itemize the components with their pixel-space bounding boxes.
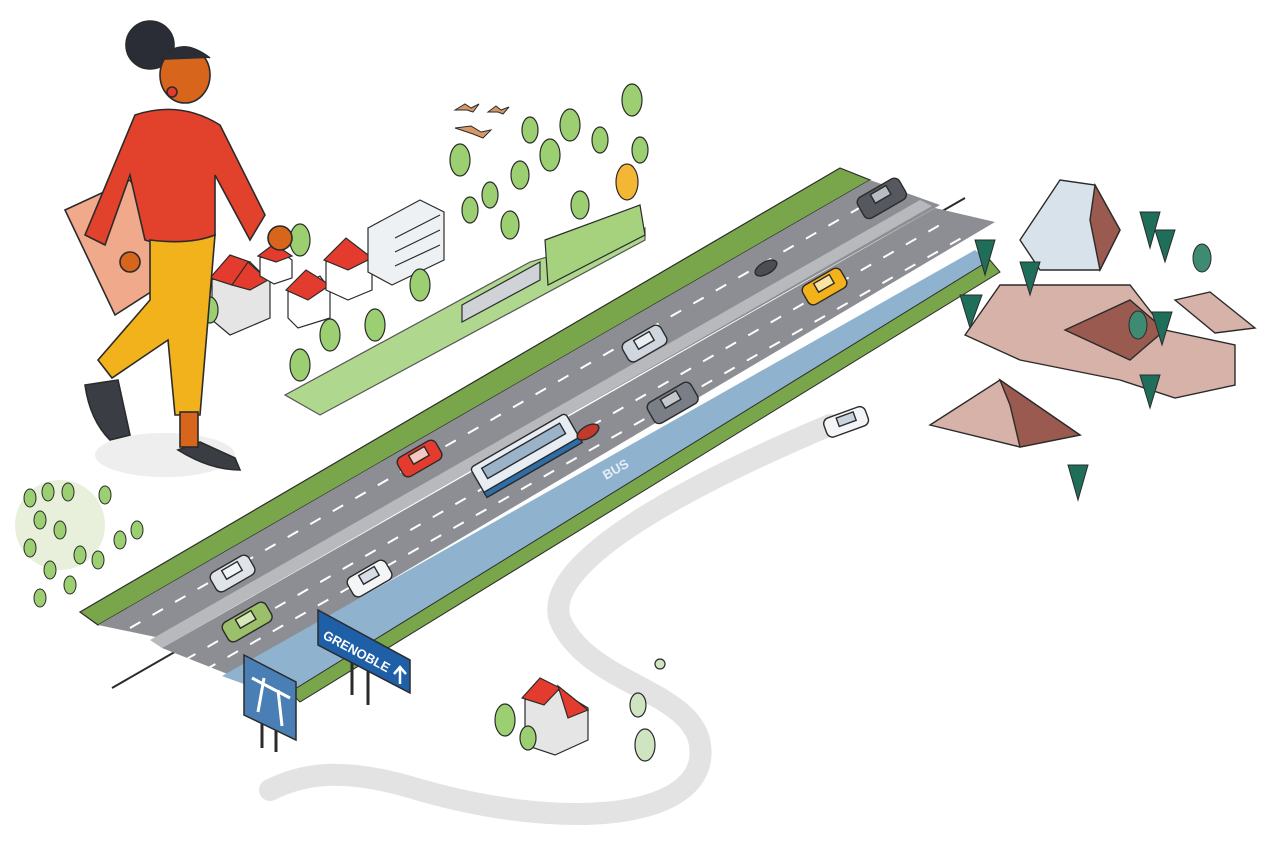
office-building	[367, 199, 445, 286]
pine-trees	[959, 211, 1212, 502]
left-grove	[15, 480, 144, 608]
arrow-up-icon	[393, 665, 407, 684]
lower-village	[494, 658, 666, 762]
car-grey	[646, 381, 699, 425]
house-3	[322, 237, 374, 301]
car-dark-top	[856, 177, 908, 220]
car-white	[346, 559, 393, 598]
car-red	[396, 439, 443, 478]
car-silver-2	[209, 554, 256, 593]
house-1	[208, 254, 271, 336]
bus	[470, 413, 584, 499]
car-green	[221, 601, 273, 643]
side-road	[259, 414, 841, 825]
motorway-icon	[251, 676, 291, 727]
rocky-outcrop	[928, 179, 1257, 448]
walking-woman	[63, 20, 293, 477]
motorway: BUS	[78, 167, 1001, 703]
car-yellow	[801, 267, 848, 306]
vehicles	[209, 177, 908, 643]
birds	[453, 103, 510, 139]
motorway-sign	[243, 653, 297, 752]
house-4	[256, 243, 294, 285]
motorbike-1	[754, 259, 778, 277]
motorbike-2	[576, 423, 600, 441]
car-side-road	[822, 405, 870, 438]
car-silver-1	[621, 324, 668, 363]
house-2	[284, 269, 332, 329]
